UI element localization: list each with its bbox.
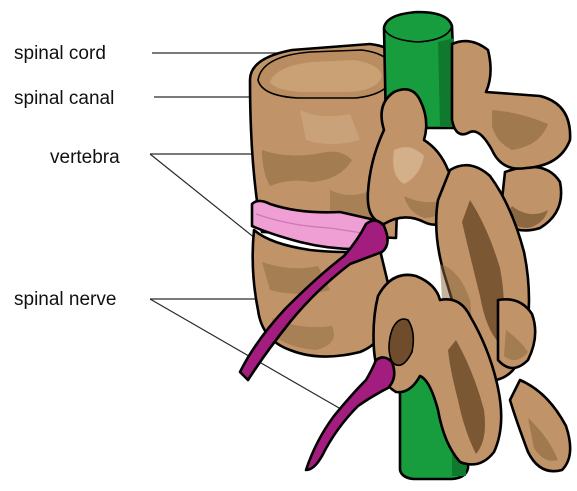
label-spinal-nerve: spinal nerve	[14, 289, 116, 310]
label-spinal-cord: spinal cord	[14, 43, 106, 64]
label-vertebra: vertebra	[50, 147, 120, 168]
spinal-nerve-lower	[306, 357, 394, 470]
label-spinal-canal: spinal canal	[14, 88, 114, 109]
vertebra-lower-tip	[510, 380, 570, 471]
spine-illustration	[240, 12, 570, 479]
